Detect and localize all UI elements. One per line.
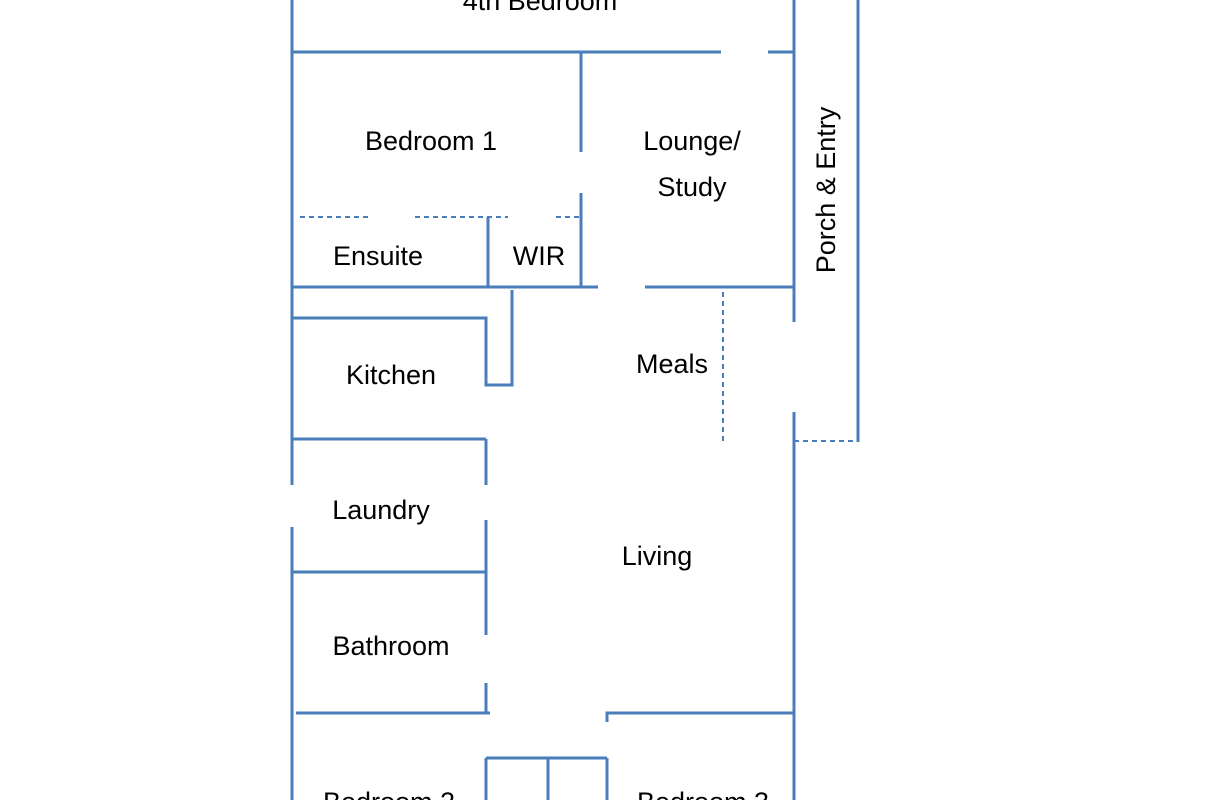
kitchen-wall bbox=[292, 290, 514, 387]
label-wir: WIR bbox=[513, 241, 565, 271]
label-laundry: Laundry bbox=[332, 495, 430, 525]
open-partitions bbox=[300, 216, 858, 442]
label-ensuite: Ensuite bbox=[333, 241, 423, 271]
label-porch: Porch & Entry bbox=[811, 106, 841, 273]
label-bedroom4: 4th Bedroom bbox=[463, 0, 618, 16]
bedroom3-north-wall bbox=[605, 711, 794, 722]
label-bathroom: Bathroom bbox=[332, 631, 449, 661]
label-bedroom3: Bedroom 3 bbox=[637, 787, 769, 800]
label-bedroom1: Bedroom 1 bbox=[365, 126, 497, 156]
label-bedroom2: Bedroom 2 bbox=[323, 787, 455, 800]
label-meals: Meals bbox=[636, 349, 708, 379]
walls bbox=[290, 0, 860, 800]
label-lounge-line1: Lounge/ bbox=[643, 126, 741, 156]
label-kitchen: Kitchen bbox=[346, 360, 436, 390]
label-lounge-line2: Study bbox=[657, 172, 727, 202]
label-living: Living bbox=[622, 541, 693, 571]
room-labels: 4th Bedroom Bedroom 1 Lounge/ Study Porc… bbox=[323, 0, 841, 800]
